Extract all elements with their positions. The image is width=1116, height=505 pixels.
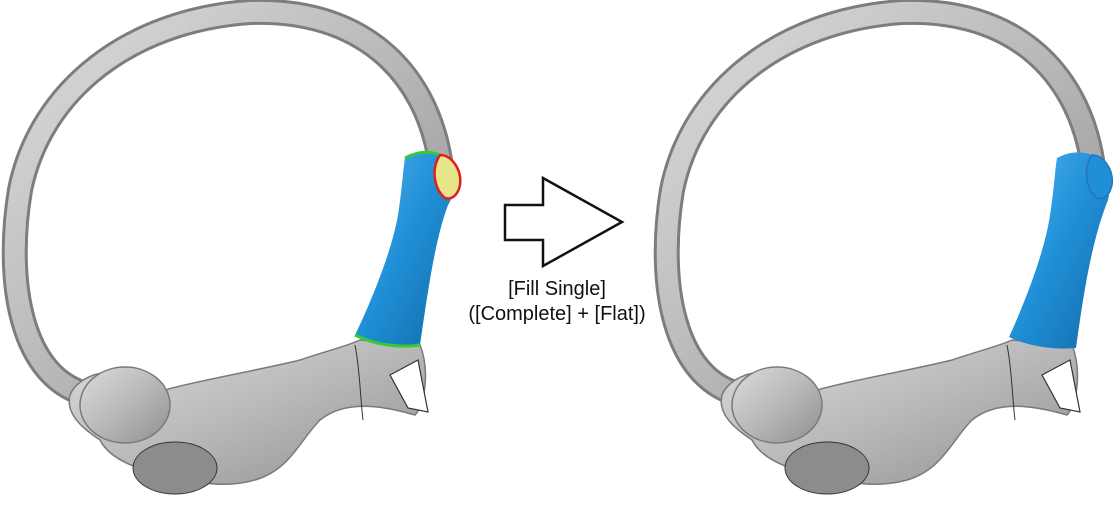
operation-caption: [Fill Single] ([Complete] + [Flat]) bbox=[432, 277, 682, 327]
before-condyle bbox=[80, 367, 170, 443]
operation-label-line2: ([Complete] + [Flat]) bbox=[432, 302, 682, 327]
before-dark-patch bbox=[133, 442, 217, 494]
after-dark-patch bbox=[785, 442, 869, 494]
operation-label-line1: [Fill Single] bbox=[432, 277, 682, 302]
after-condyle bbox=[732, 367, 822, 443]
before-open-hole bbox=[435, 155, 461, 198]
after-bone-model bbox=[667, 12, 1113, 494]
right-arrow-outline-icon bbox=[505, 178, 622, 266]
before-bone-model bbox=[15, 12, 461, 494]
